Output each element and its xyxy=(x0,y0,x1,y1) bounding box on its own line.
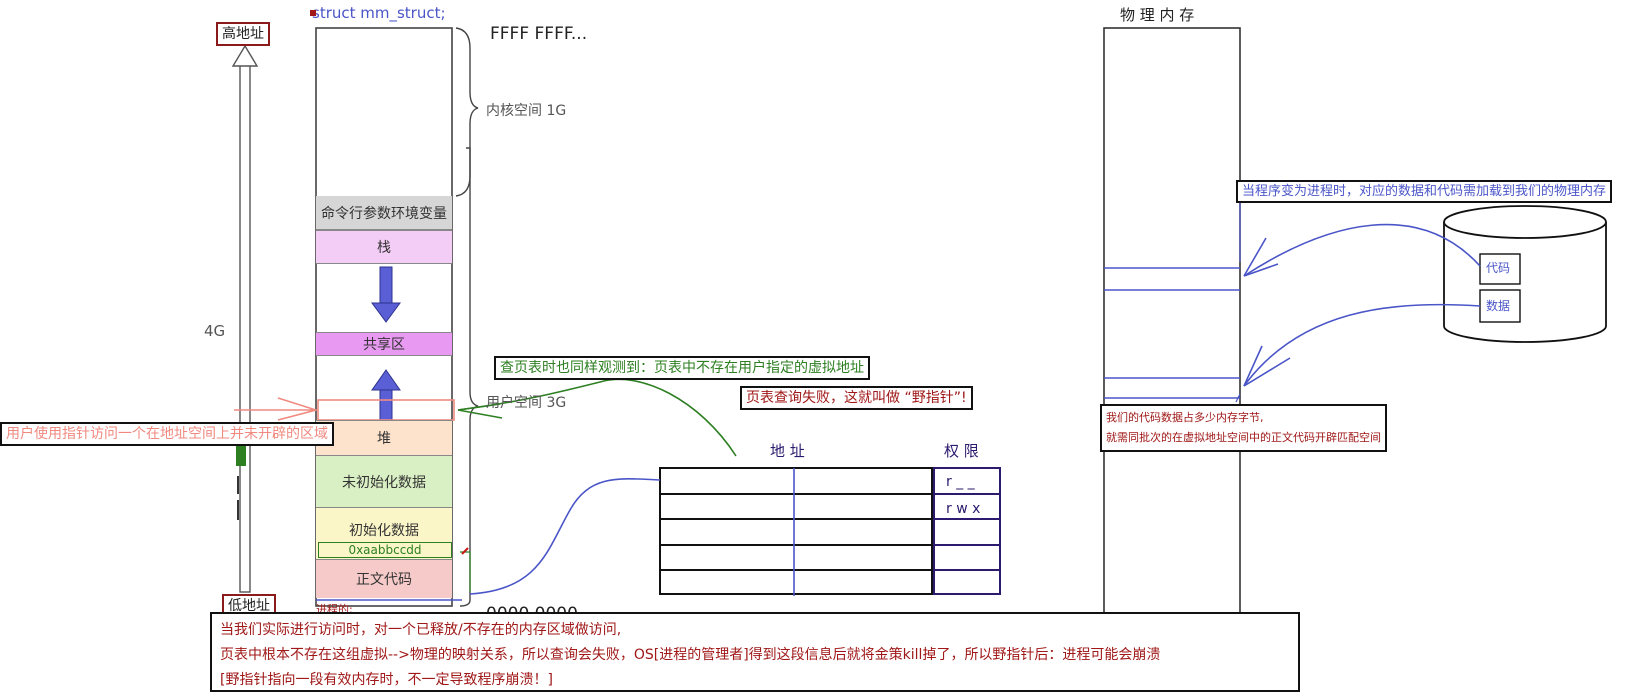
bottom-line-2: 页表中根本不存在这组虚拟-->物理的映射关系，所以查询会失败，OS[进程的管理者… xyxy=(220,647,1161,663)
bottom-line-3: [野指针指向一段有效内存时，不一定导致程序崩溃！] xyxy=(220,672,553,688)
segment-shared: 共享区 xyxy=(316,332,452,356)
disk-cylinder xyxy=(1443,205,1607,343)
physical-memory-column xyxy=(1103,27,1241,617)
segment-stack: 栈 xyxy=(316,230,452,264)
segment-bss: 未初始化数据 xyxy=(316,456,452,508)
load-data-arrow xyxy=(1243,303,1481,387)
user-pointer-annotation: 用户使用指针访问一个在地址空间上并未开辟的区域 xyxy=(0,422,334,446)
user-access-arrow xyxy=(234,397,319,421)
code-bytes-line-1: 我们的代码数据占多少内存字节, xyxy=(1106,411,1264,424)
bottom-line-1: 当我们实际进行访问时，对一个已释放/不存在的内存区域做访问, xyxy=(220,622,622,638)
user-space-brace xyxy=(459,147,479,607)
disk-code-label: 代码 xyxy=(1486,261,1511,275)
bottom-explanation-box: 当我们实际进行访问时，对一个已释放/不存在的内存区域做访问, 页表中根本不存在这… xyxy=(210,612,1300,692)
lookup-fail-annotation: 页表查询失败，这就叫做 “野指针”! xyxy=(740,386,973,410)
page-table-grid xyxy=(659,467,1001,596)
top-addr-label: FFFF FFFF... xyxy=(490,24,588,44)
permission-cell: r w x xyxy=(946,501,981,517)
struct-label: struct mm_struct; xyxy=(312,4,446,22)
load-code-arrow xyxy=(1243,223,1481,277)
code-bytes-line-2: 就需同批次的在虚拟地址空间中的正文代码开辟匹配空间 xyxy=(1106,431,1381,444)
segment-cmdline-env: 命令行参数环境变量 xyxy=(316,196,452,230)
sample-addr-brace xyxy=(460,551,471,592)
text-to-pagetable-curve xyxy=(469,477,661,595)
address-range-arrow xyxy=(231,44,259,593)
size-4g-label: 4G xyxy=(204,322,226,340)
partial-process-label: 进程的: xyxy=(316,603,353,616)
segment-text: 正文代码 xyxy=(316,560,452,598)
heap-growth-arrow xyxy=(371,369,401,421)
kernel-space-label: 内核空间 1G xyxy=(486,103,567,119)
permission-cell: r _ _ xyxy=(946,474,975,490)
code-bytes-annotation: 我们的代码数据占多少内存字节, 就需同批次的在虚拟地址空间中的正文代码开辟匹配空… xyxy=(1100,404,1387,452)
page-table-check-annotation: 查页表时也同样观测到：页表中不存在用户指定的虚拟地址 xyxy=(494,356,870,380)
struct-corner-mark xyxy=(310,10,316,16)
page-table-permission-header: 权 限 xyxy=(944,442,979,460)
page-table-address-header: 地 址 xyxy=(770,442,805,460)
segment-sample-addr: 0xaabbccdd xyxy=(318,542,452,558)
high-addr-label: 高地址 xyxy=(216,22,270,46)
load-to-memory-annotation: 当程序变为进程时，对应的数据和代码需加载到我们的物理内存 xyxy=(1236,180,1613,203)
disk-data-label: 数据 xyxy=(1486,299,1511,313)
stack-growth-arrow xyxy=(371,266,401,323)
page-table-check-curve xyxy=(457,378,737,457)
physical-memory-label: 物 理 内 存 xyxy=(1120,6,1195,24)
user-space-label: 用户空间 3G xyxy=(486,395,567,411)
segment-heap: 堆 xyxy=(316,420,452,456)
kernel-space-brace xyxy=(455,27,479,197)
